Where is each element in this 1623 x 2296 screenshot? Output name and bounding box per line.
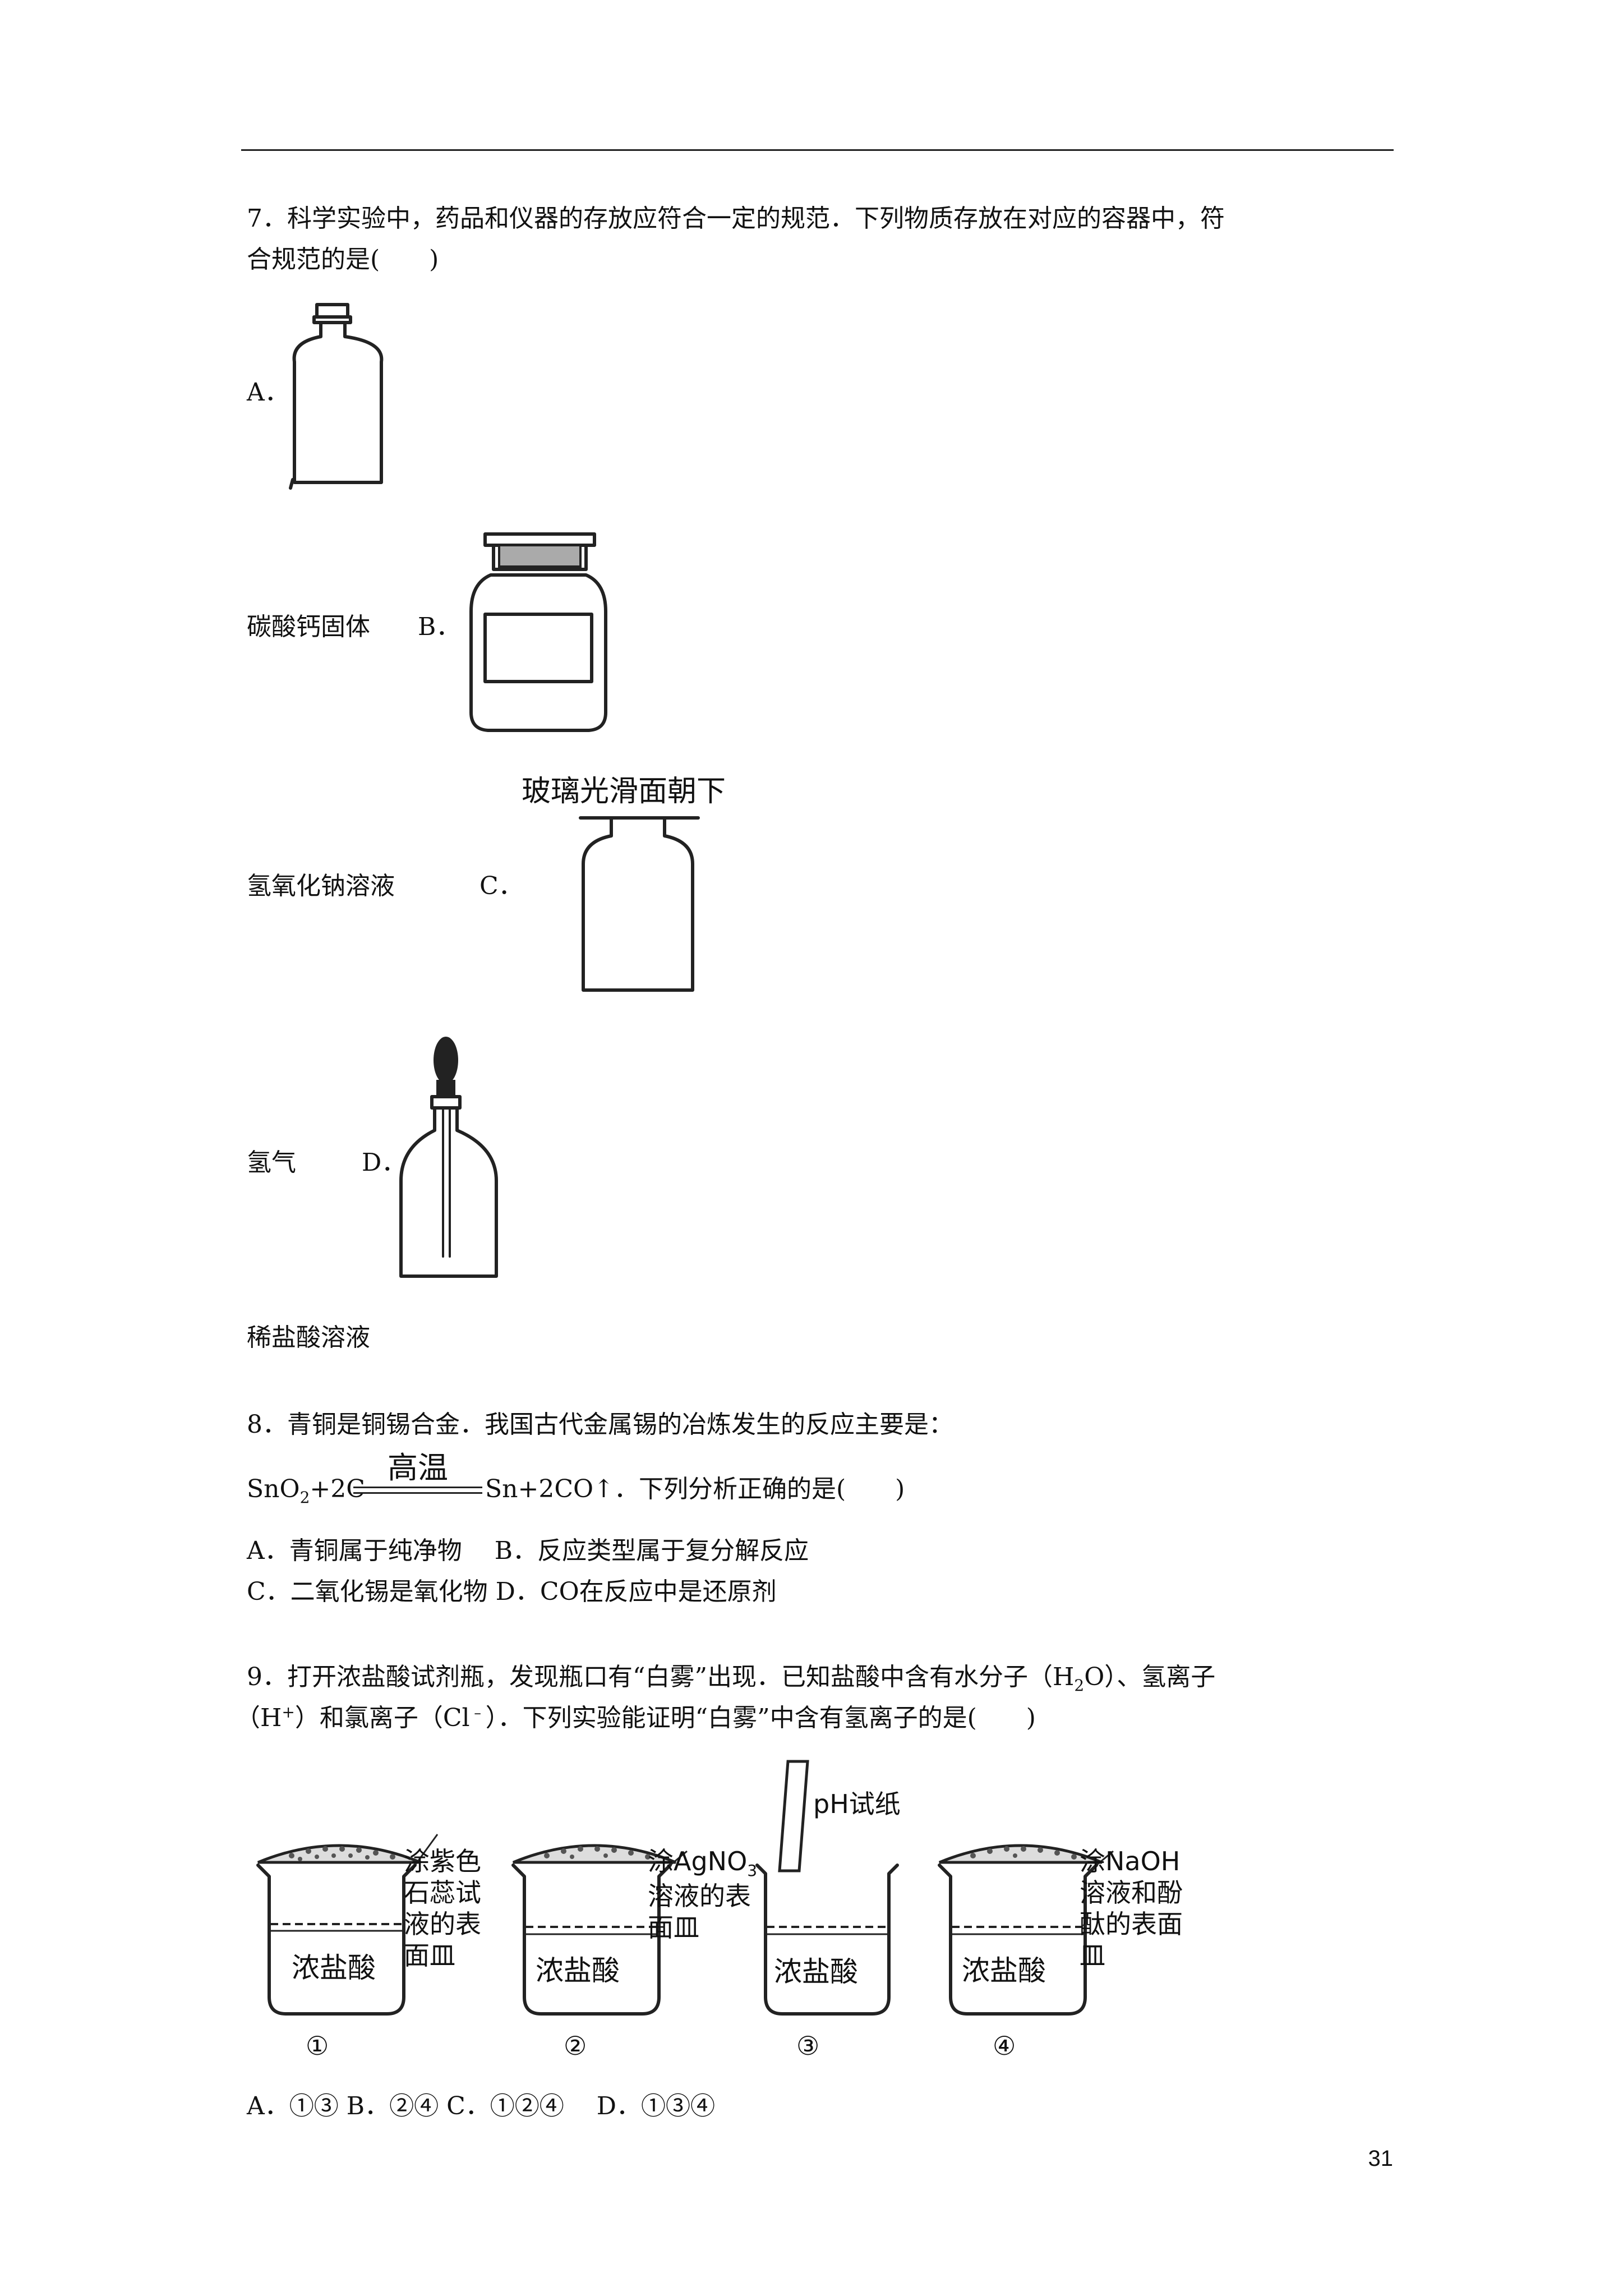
q7-stem-line2: 合规范的是( ) [247, 245, 439, 274]
exp2-dish-label: 涂AgNO3 溶液的表 面皿 [648, 1846, 757, 1944]
exp1-dish-label: 涂紫色 石蕊试 液的表 面皿 [404, 1846, 481, 1971]
wide-mouth-bottle-b-icon [469, 532, 607, 732]
exp3-number: ③ [796, 2031, 820, 2061]
q8-equation-bar-bottom [353, 1492, 482, 1494]
q7-option-c-letter: C． [479, 872, 523, 900]
q9-stem-line2: （H+）和氯离子（Cl﹣）．下列实验能证明“白雾”中含有氢离子的是( ) [236, 1703, 1036, 1732]
exp4-number: ④ [993, 2031, 1016, 2061]
exp1-liquid-label: 浓盐酸 [292, 1952, 376, 1984]
q8-equation-right: Sn+2CO↑．下列分析正确的是( ) [485, 1475, 905, 1503]
exp3-liquid-label: 浓盐酸 [774, 1955, 858, 1988]
exp4-label-line: 溶液和酚 [1080, 1878, 1183, 1908]
glass-plate-label: 玻璃光滑面朝下 [522, 775, 726, 808]
q9-stem-line1: 9．打开浓盐酸试剂瓶，发现瓶口有“白雾”出现．已知盐酸中含有水分子（H2O）、氢… [247, 1663, 1216, 1695]
exp4-dish-label: 涂NaOH 溶液和酚 酞的表面 皿 [1080, 1846, 1183, 1971]
exp2-number: ② [564, 2031, 587, 2061]
q7-option-c-image-label: 玻璃光滑面朝下 [522, 775, 726, 808]
exp1-label-line: 液的表 [404, 1909, 481, 1940]
exp4-label-line: 酞的表面 [1080, 1909, 1183, 1940]
exp2-label-line: 溶液的表 [648, 1881, 751, 1912]
exp2-label-line-formula: 涂AgNO3 [648, 1846, 758, 1880]
narrow-mouth-bottle-a-icon [289, 303, 384, 490]
q8-equation-condition: 高温 [388, 1450, 448, 1485]
exp1-label-line: 石蕊试 [404, 1878, 481, 1908]
exp2-liquid-label: 浓盐酸 [536, 1954, 620, 1987]
gas-bottle-c-icon [579, 816, 700, 992]
experiment-4-beaker: 浓盐酸 [938, 1844, 1114, 2016]
q7-option-b-caption: 氢氧化钠溶液 [247, 872, 395, 900]
q7-option-a-caption: 碳酸钙固体 [247, 613, 370, 641]
q9-options: A．①③ B．②④ C．①②④ D．①③④ [247, 2092, 716, 2120]
q7-option-d-letter: D． [362, 1148, 407, 1177]
q8-stem-line1: 8．青铜是铜锡合金．我国古代金属锡的冶炼发生的反应主要是： [247, 1410, 953, 1439]
experiment-2-beaker: 浓盐酸 [511, 1844, 688, 2016]
exp4-liquid-label: 浓盐酸 [962, 1954, 1046, 1987]
exp4-label-line: 皿 [1080, 1940, 1105, 1971]
q7-stem-line1: 7．科学实验中，药品和仪器的存放应符合一定的规范．下列物质存放在对应的容器中，符 [247, 204, 1225, 233]
exp4-label-line: 涂NaOH [1080, 1846, 1181, 1876]
q7-option-c-caption: 氢气 [247, 1148, 296, 1177]
exp1-number: ① [306, 2031, 329, 2061]
q8-equation-bar-top [353, 1487, 482, 1488]
dropper-bottle-d-icon [399, 1037, 498, 1278]
exp1-label-line: 面皿 [404, 1940, 455, 1971]
q7-option-b-letter: B． [418, 613, 461, 641]
exp2-label-line: 面皿 [648, 1912, 699, 1943]
q8-options-cd: C．二氧化锡是氧化物 D．CO在反应中是还原剂 [247, 1577, 777, 1606]
q8-options-ab: A．青铜属于纯净物 B．反应类型属于复分解反应 [247, 1536, 809, 1565]
header-rule [241, 149, 1394, 151]
exp3-ph-paper-label: pH试纸 [813, 1789, 901, 1819]
q7-option-a-letter: A． [247, 378, 289, 407]
page-number: 31 [1368, 2146, 1394, 2171]
experiment-3-beaker: 浓盐酸 [755, 1760, 899, 2016]
q8-equation-left: SnO2+2C [247, 1475, 365, 1507]
q7-option-d-caption: 稀盐酸溶液 [247, 1323, 370, 1352]
exp1-label-line: 涂紫色 [404, 1846, 481, 1876]
experiment-1-beaker: 浓盐酸 [256, 1834, 439, 2016]
